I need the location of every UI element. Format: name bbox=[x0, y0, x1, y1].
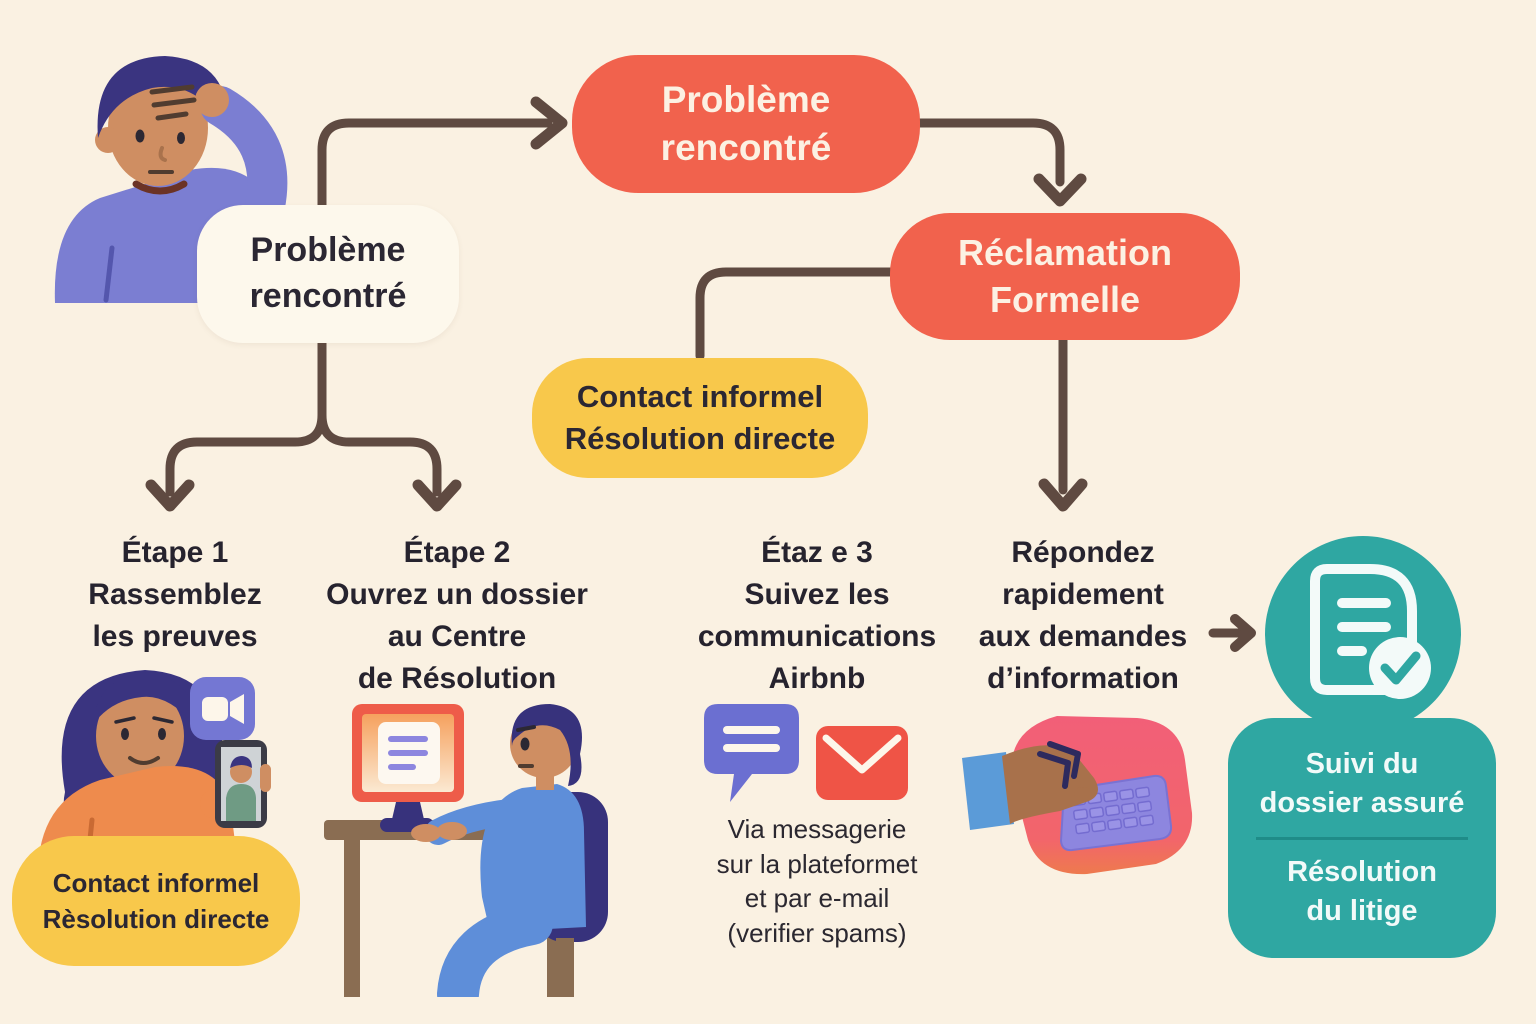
speech-bubble: Problème rencontré bbox=[197, 205, 459, 343]
problem-box-label: Problème rencontré bbox=[660, 78, 832, 168]
arrowhead-down bbox=[1038, 478, 1088, 512]
document-check-icon bbox=[1265, 536, 1461, 732]
arrowhead-down bbox=[145, 479, 195, 512]
step-2-title: Étape 2 Ouvrez un dossier au Centre de R… bbox=[326, 536, 588, 695]
outcome-bottom-label: Résolution du litige bbox=[1287, 855, 1437, 927]
informal-contact-bottom-label: Contact informel Rèsolution directe bbox=[42, 867, 270, 934]
arrowhead-down bbox=[412, 479, 462, 512]
branch-right bbox=[317, 410, 442, 497]
step-3-title: Étaz e 3 Suivez les communications Airbn… bbox=[697, 536, 937, 695]
speech-bubble-label: Problème rencontré bbox=[249, 231, 407, 315]
hand-on-keyboard-illustration bbox=[962, 716, 1193, 875]
outcome-box: Suivi du dossier assuré Résolution du li… bbox=[1228, 718, 1496, 958]
arrowhead-right bbox=[530, 96, 568, 150]
woman-with-phone-illustration bbox=[37, 670, 271, 882]
step-1-title: Étape 1 Rassemblez les preuves bbox=[88, 536, 262, 653]
arrowhead-down bbox=[1033, 173, 1087, 207]
step-3-caption: Via messagerie sur la plateformet et par… bbox=[716, 814, 918, 948]
claim-box: Réclamation Formelle bbox=[890, 213, 1240, 340]
outcome-top-label: Suivi du dossier assuré bbox=[1259, 748, 1465, 820]
arrow-problem-to-claim bbox=[910, 118, 1065, 187]
branch-left bbox=[165, 410, 327, 497]
person-at-computer-illustration bbox=[324, 704, 608, 997]
connector-claim-to-informal bbox=[695, 267, 900, 361]
claim-box-label: Réclamation Formelle bbox=[957, 231, 1173, 320]
informal-contact-label: Contact informel Résolution directe bbox=[564, 379, 836, 456]
problem-box: Problème rencontré bbox=[572, 55, 920, 193]
informal-contact-box: Contact informel Résolution directe bbox=[532, 358, 868, 478]
outcome-divider bbox=[1256, 836, 1468, 840]
envelope-icon bbox=[816, 726, 908, 800]
arrow-bubble-to-problem bbox=[317, 118, 553, 429]
arrowhead-right bbox=[1230, 614, 1256, 652]
step-4-title: Répondez rapidement aux demandes d’infor… bbox=[978, 536, 1188, 695]
chat-bubble-icon bbox=[704, 704, 799, 802]
informal-contact-box-bottom: Contact informel Rèsolution directe bbox=[12, 836, 300, 966]
